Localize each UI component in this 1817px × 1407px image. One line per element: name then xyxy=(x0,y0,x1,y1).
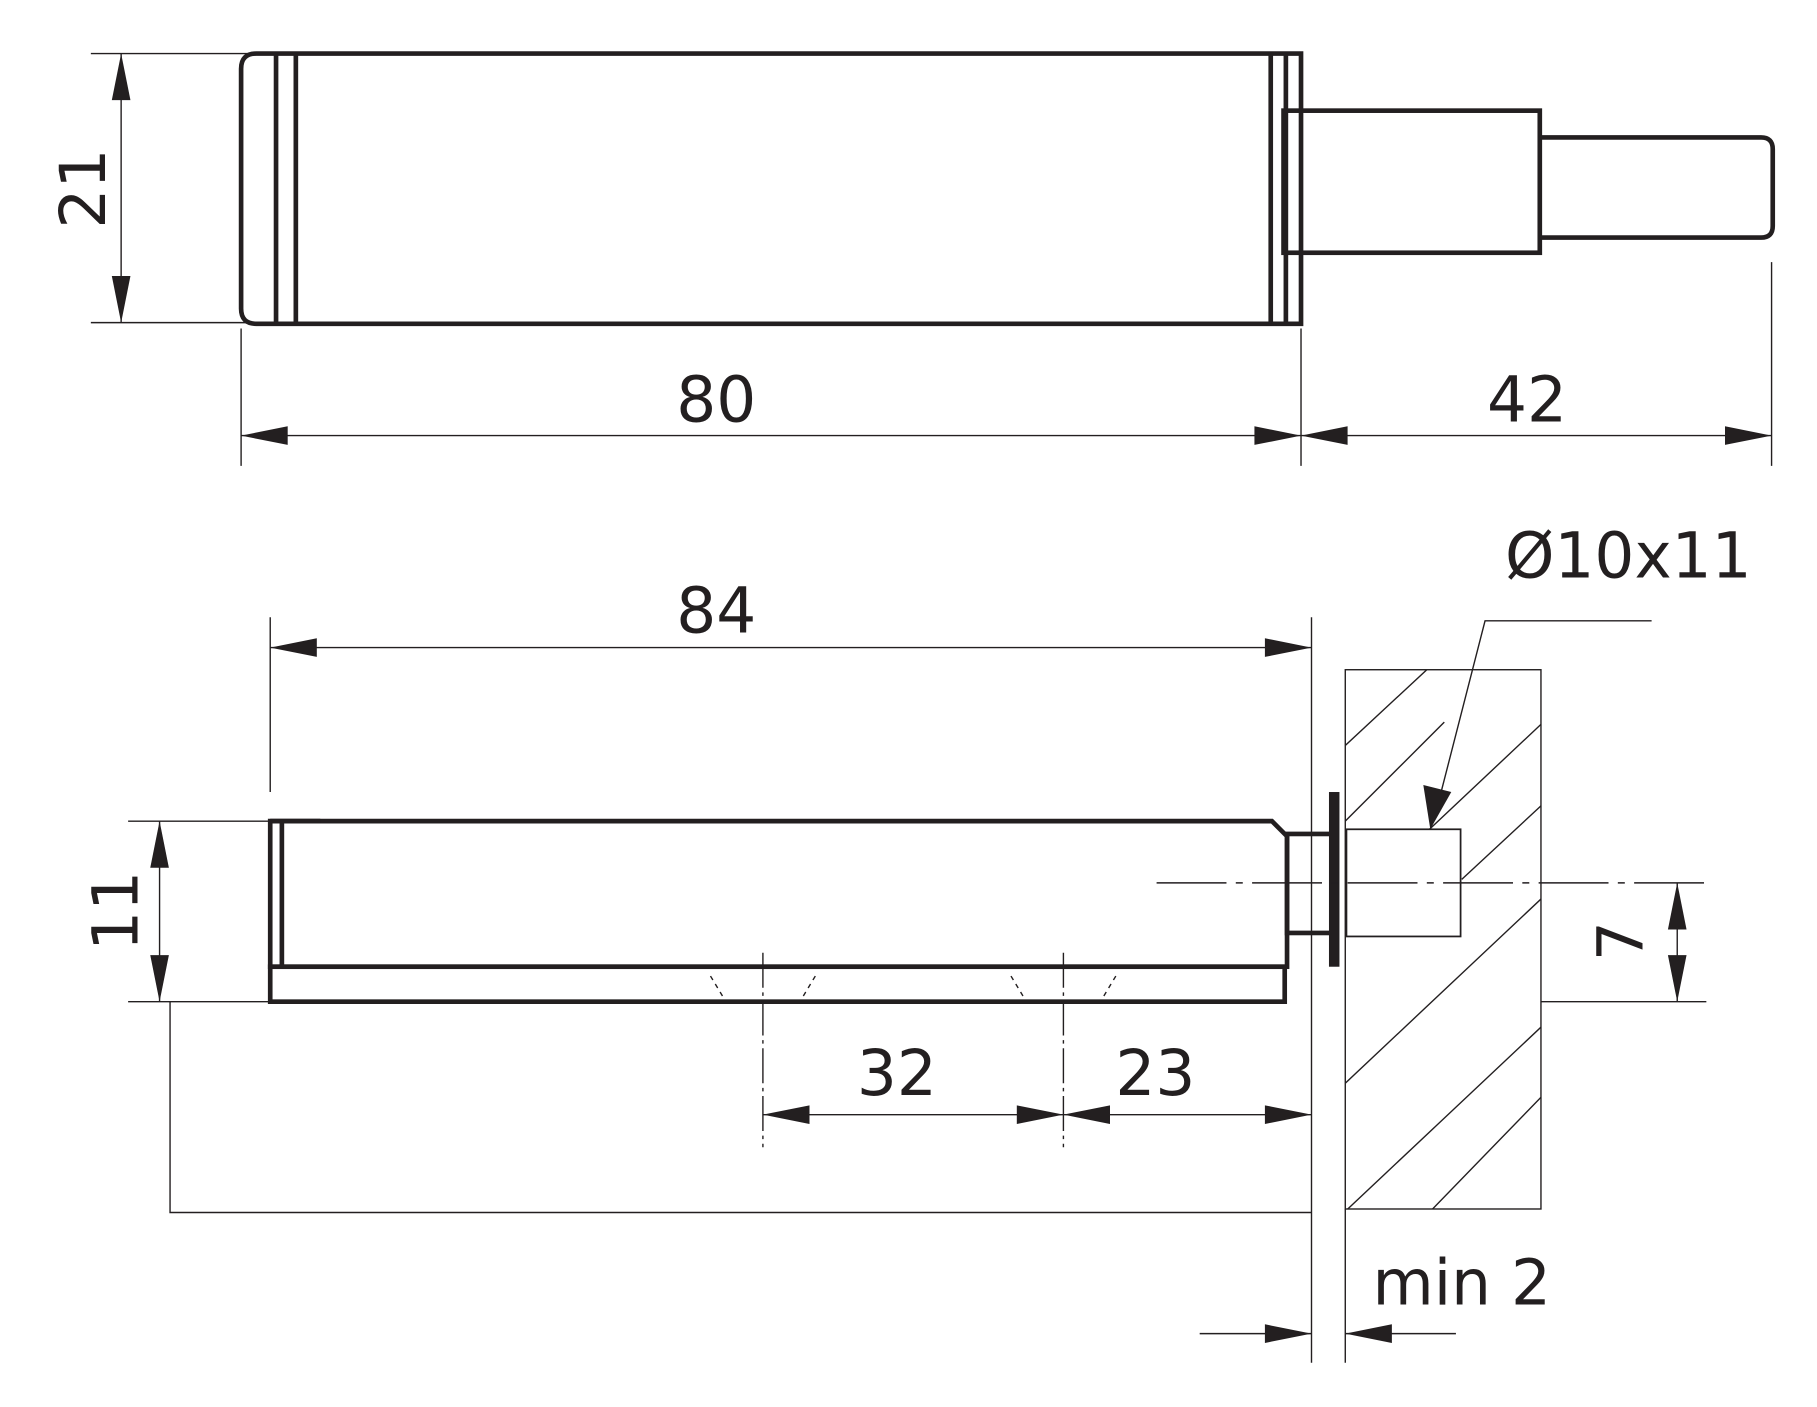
dimension-label-84: 84 xyxy=(676,574,756,647)
dimension-label-min-2: min 2 xyxy=(1372,1247,1551,1320)
dimension-label-11: 11 xyxy=(79,871,152,951)
dimension-label-42: 42 xyxy=(1487,364,1567,437)
hole-label: Ø10x11 xyxy=(1505,520,1752,593)
damper-body-outline xyxy=(238,51,1304,327)
dimension-label-21: 21 xyxy=(47,149,120,229)
damper-body-side xyxy=(267,818,1290,970)
side-view: 84 11 32 23 xyxy=(79,520,1752,1363)
plunger-collar xyxy=(1281,108,1543,256)
dimension-label-7: 7 xyxy=(1584,921,1657,961)
hole-leader-line xyxy=(1438,620,1652,799)
cabinet-outline xyxy=(169,1001,1312,1214)
top-view: 21 80 42 xyxy=(47,51,1776,466)
mounting-plate xyxy=(267,964,1288,1005)
screw-countersink xyxy=(709,975,1117,1000)
dimension-label-23: 23 xyxy=(1115,1037,1195,1110)
stop-disc xyxy=(1328,792,1340,967)
door-section xyxy=(1344,669,1542,1210)
plunger-tip xyxy=(1539,135,1776,240)
dimension-label-32: 32 xyxy=(857,1037,937,1110)
dimension-label-80: 80 xyxy=(676,364,756,437)
